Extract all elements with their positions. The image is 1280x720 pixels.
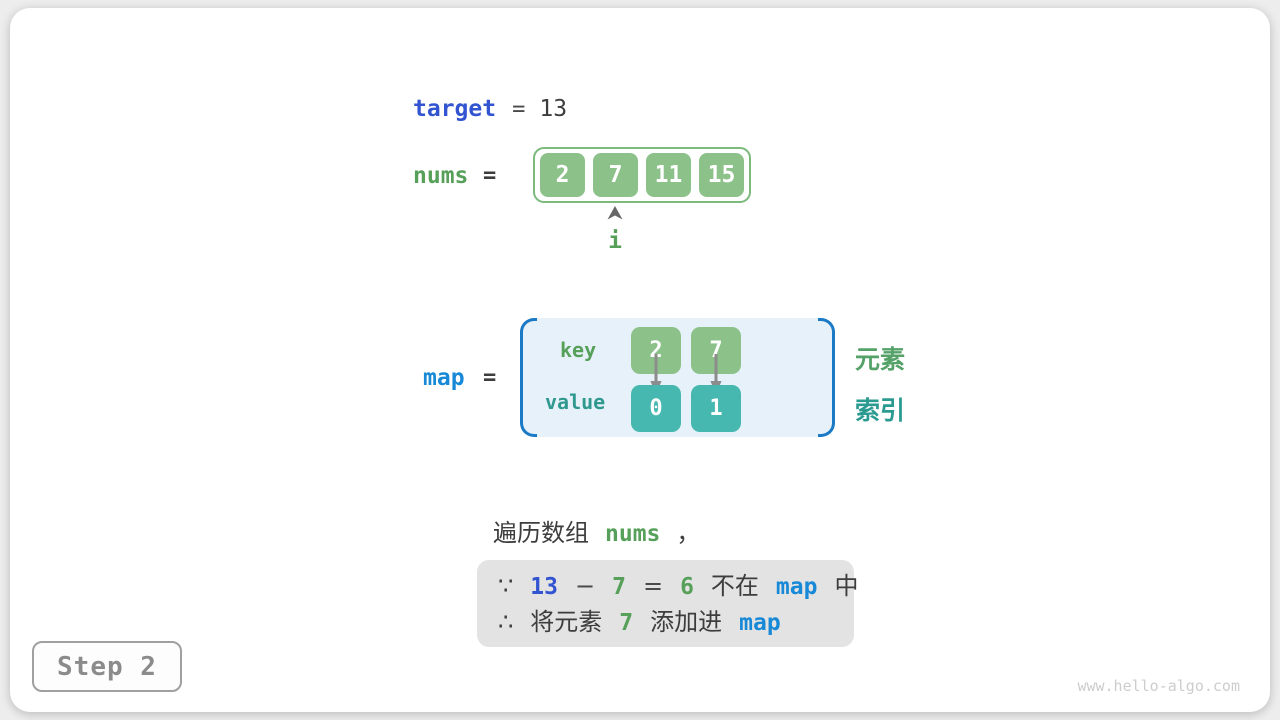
nums-cell-0: 2 <box>540 153 585 197</box>
note-map-token: map <box>775 574 818 600</box>
note-line-2: ∴ 将元素 7 添加进 map <box>498 605 854 641</box>
map-equals: = <box>483 365 497 390</box>
step-label: Step 2 <box>57 651 157 682</box>
because-symbol: ∵ <box>498 572 514 600</box>
legend-index-label: 索引 <box>855 396 906 425</box>
step-badge: Step 2 <box>32 641 182 692</box>
caption-comma: ， <box>676 519 701 547</box>
note-box: ∵ 13−7 = 6 不在 map 中 ∴ 将元素 7 添加进 map <box>477 560 858 647</box>
nums-cell-1: 7 <box>593 153 638 197</box>
note-add-into-text: 添加进 <box>650 608 723 636</box>
watermark: www.hello-algo.com <box>1077 677 1240 695</box>
target-row: target = 13 <box>413 96 567 122</box>
target-equals: = <box>512 97 526 122</box>
note-not-in-text: 不在 <box>710 572 759 600</box>
index-pointer-arrow-icon <box>607 206 623 220</box>
note-target-value: 13 <box>530 574 558 600</box>
minus-sign: − <box>574 572 596 600</box>
caption-nums-token: nums <box>605 521 661 547</box>
map-value-label: value <box>545 390 606 414</box>
equals-sign: = <box>642 572 664 600</box>
legend-element-label: 元素 <box>855 345 906 374</box>
map-container: key value 2 7 0 1 <box>520 318 835 437</box>
therefore-symbol: ∴ <box>498 608 514 636</box>
target-variable: target <box>413 96 497 122</box>
note-line-1: ∵ 13−7 = 6 不在 map 中 <box>498 569 858 605</box>
nums-variable: nums <box>413 163 469 189</box>
note-map-token-2: map <box>739 610 781 636</box>
note-in-text: 中 <box>834 572 859 600</box>
nums-cell-2: 11 <box>646 153 691 197</box>
map-key-label: key <box>560 338 597 362</box>
nums-equals: = <box>483 163 497 188</box>
nums-cell-3: 15 <box>699 153 744 197</box>
map-value-cell-1: 1 <box>691 385 741 432</box>
nums-array: 2 7 11 15 <box>533 147 751 203</box>
map-bracket-right <box>818 318 835 437</box>
note-element-value: 7 <box>612 574 626 600</box>
note-added-value: 7 <box>619 610 634 636</box>
map-value-cell-0: 0 <box>631 385 681 432</box>
target-value: 13 <box>539 96 568 122</box>
diagram-card: target = 13 nums = 2 7 11 15 i map = key v… <box>10 8 1270 712</box>
map-bracket-left <box>520 318 537 437</box>
index-pointer-label: i <box>608 228 622 254</box>
caption-line: 遍历数组 nums ， <box>493 513 700 548</box>
note-add-element-text: 将元素 <box>530 608 603 636</box>
map-variable: map <box>423 365 465 391</box>
note-complement-value: 6 <box>680 574 694 600</box>
caption-text: 遍历数组 <box>493 519 589 547</box>
